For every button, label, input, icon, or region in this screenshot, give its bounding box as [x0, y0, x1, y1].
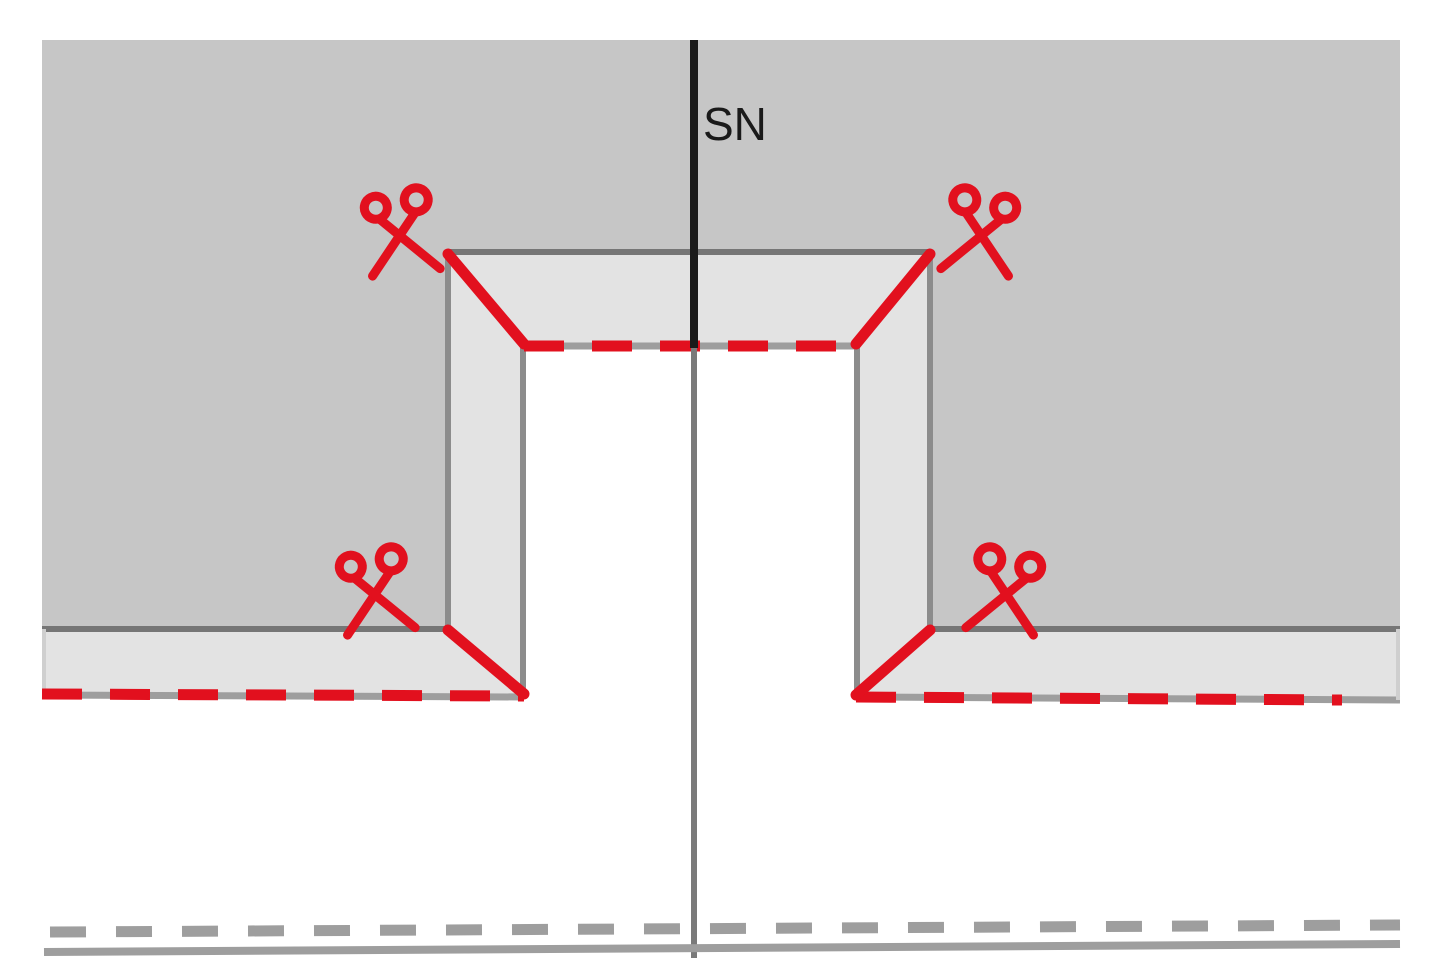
- seam-bottom-right: [855, 691, 1343, 706]
- cut-diagonal-top-left: [442, 248, 530, 350]
- seam-bottom-left: [41, 688, 525, 702]
- centerline-group: SN: [690, 40, 767, 958]
- cut-diagonal-bottom-right: [850, 624, 936, 701]
- cut-diagonal-bottom-left: [442, 624, 530, 700]
- hem-solid-line: [43, 940, 1401, 956]
- cut-lines: [442, 248, 936, 701]
- hem-dashed-line: [49, 919, 1401, 938]
- centerline-label: SN: [703, 98, 767, 150]
- hem-guide-lines: [43, 919, 1401, 956]
- garment-body: [42, 40, 1400, 627]
- seam-allowance-band: [42, 251, 1400, 697]
- cut-diagonal-top-right: [850, 248, 936, 350]
